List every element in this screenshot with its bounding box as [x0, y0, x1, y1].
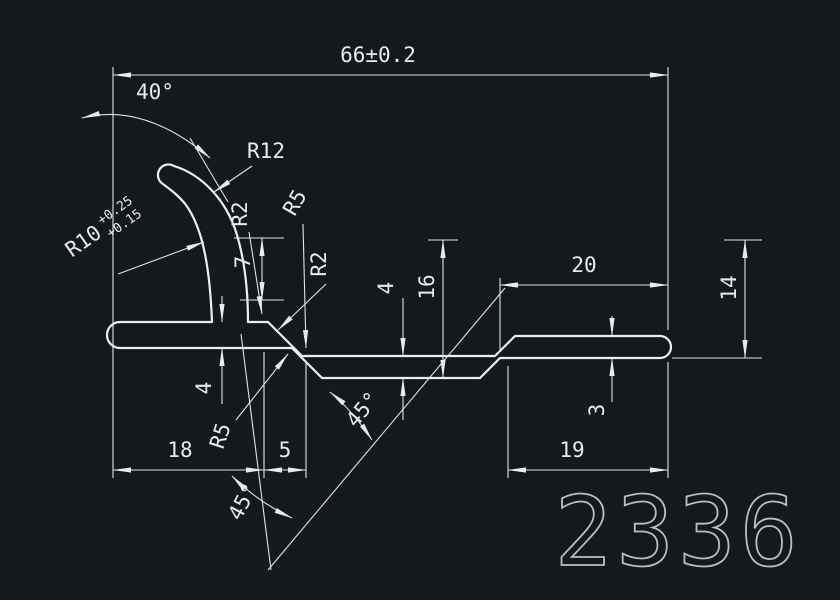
dim-4-mid: 4 [374, 282, 406, 420]
profile-outline [105, 163, 673, 380]
dim-14-label: 14 [717, 275, 741, 300]
angle-arc [231, 475, 293, 519]
dim-45-lower-label: 45° [223, 479, 262, 524]
dim-14: 14 [672, 239, 762, 359]
dim-19-label: 19 [559, 438, 584, 462]
dim-18-label: 18 [167, 438, 192, 462]
dim-r5-lower-label: R5 [205, 420, 236, 451]
leader-line [248, 231, 263, 315]
leader-line [277, 283, 327, 331]
leader-r2-lower: R2 [277, 251, 331, 331]
part-number: 2336 [554, 476, 801, 588]
dim-7: 7 [231, 237, 284, 301]
leader-line [235, 353, 289, 421]
dim-16: 16 [415, 239, 458, 379]
dim-r5-upper-label: R5 [278, 186, 311, 220]
dim-45-mid-label: 45° [341, 387, 384, 431]
r10-label-group: R10 +0.25 +0.15 [61, 193, 145, 261]
leader-r12: R12 [213, 139, 285, 193]
dim-4-mid-label: 4 [374, 282, 398, 295]
leader-line [213, 165, 253, 193]
dim-5-label: 5 [279, 438, 292, 462]
dim-r2-lower-label: R2 [307, 251, 331, 276]
leader-r5-lower: R5 [205, 353, 289, 452]
construction-line-steep [240, 333, 272, 571]
construction-line-chamfer [267, 287, 506, 571]
dim-20: 20 [499, 253, 669, 350]
dim-angle-45-lower: 45° [223, 475, 293, 524]
leader-r2-upper: R2 [228, 201, 263, 315]
dim-16-label: 16 [415, 274, 439, 299]
dim-r12-label: R12 [247, 139, 285, 163]
construction-lines [240, 287, 506, 571]
angle-arc [81, 110, 211, 159]
dim-7-label: 7 [231, 256, 255, 269]
angle-arc [329, 391, 373, 441]
dim-3-label: 3 [585, 404, 609, 417]
dim-r10-label: R10 [61, 220, 106, 261]
dim-3: 3 [585, 316, 615, 417]
profile-path [105, 163, 673, 380]
dim-5: 5 [263, 362, 307, 478]
leader-r10: R10 +0.25 +0.15 [61, 193, 205, 275]
dim-19: 19 [507, 366, 669, 478]
dim-4-left-label: 4 [192, 382, 216, 395]
dim-4-left: 4 [192, 296, 225, 404]
leader-line [302, 223, 309, 349]
dim-20-label: 20 [571, 253, 596, 277]
leader-line [117, 241, 205, 275]
dim-66-label: 66±0.2 [340, 43, 416, 67]
dim-40-label: 40° [136, 80, 174, 104]
angle-leg [189, 137, 229, 203]
dim-r2-upper-label: R2 [228, 201, 252, 226]
dim-angle-45-mid: 45° [329, 387, 384, 441]
dim-18: 18 [112, 352, 265, 478]
